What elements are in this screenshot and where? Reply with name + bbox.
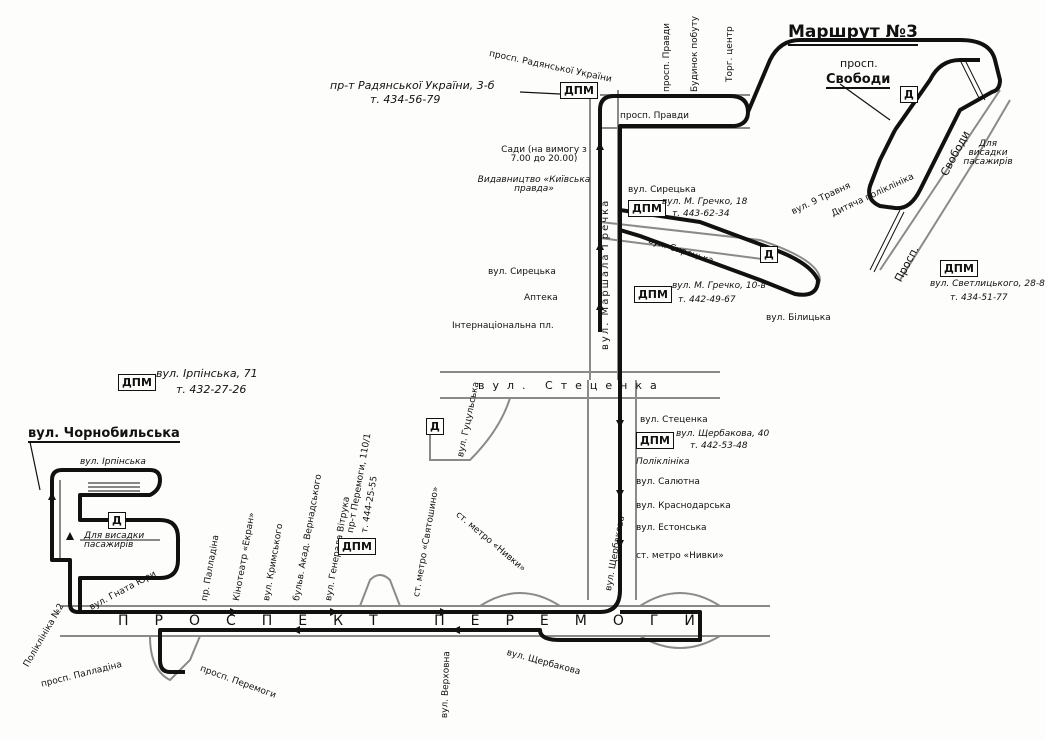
- stop-vul-krasnodarska: вул. Краснодарська: [636, 501, 731, 511]
- dpm-box: ДПМ: [940, 260, 978, 277]
- route-map: Маршрут №3 пр-т Радянської України, 3-б …: [22, 15, 1045, 719]
- callout-chornobylska: [29, 441, 41, 491]
- road-sviatoshyno-loop: [359, 574, 401, 607]
- address-radianskoi-ukrainy: пр-т Радянської України, 3-б: [330, 79, 495, 92]
- route-arrow: [48, 492, 56, 500]
- route-3-line: [50, 38, 1002, 674]
- hatched-lanes: [88, 59, 986, 492]
- stop-marker: Д: [760, 246, 778, 263]
- route-arrow: [616, 540, 624, 548]
- route-title: Маршрут №3: [788, 22, 918, 46]
- label-torg-tsentr: Торг. центр: [725, 26, 735, 82]
- road-svobody: [879, 89, 1011, 281]
- address-hrechko-10: вул. М. Гречко, 10-в: [672, 281, 766, 291]
- road-prospekt-peremohy: [60, 605, 770, 637]
- route-arrow: [66, 532, 74, 540]
- hatch-lane: [959, 59, 986, 101]
- label-prosp-small: просп.: [840, 57, 878, 70]
- stop-vul-syretska: вул. Сирецька: [628, 185, 696, 195]
- stop-vul-estonska: вул. Естонська: [636, 523, 707, 533]
- dpm-box: ДПМ: [118, 374, 156, 391]
- route-map-drawing: [29, 38, 1011, 682]
- stop-marker: Д: [108, 512, 126, 529]
- label-irpinska-road: вул. Ірпінська: [80, 457, 146, 467]
- label-vul-bilytska: вул. Білицька: [766, 313, 831, 323]
- address-svetlytskoho: вул. Светлицького, 28-8: [930, 279, 1045, 289]
- callout-arrows: [29, 83, 891, 491]
- route-arrow: [292, 626, 300, 634]
- stop-poliklinika: Поліклініка: [636, 457, 690, 467]
- road-stetsenka: [429, 371, 720, 461]
- stop-apteka: Аптека: [524, 293, 558, 303]
- address-scherbakova: вул. Щербакова, 40: [676, 429, 770, 439]
- road-shcherbakova: [587, 380, 637, 600]
- stop-metro-nyvky: ст. метро «Нивки»: [636, 551, 724, 561]
- dpm-box: ДПМ: [636, 432, 674, 449]
- stop-vul-syretska-2: вул. Сирецька: [488, 267, 556, 277]
- label-chornobylska: вул. Чорнобильська: [28, 426, 180, 443]
- dpm-box: ДПМ: [628, 200, 666, 217]
- phone-scherbakova: т. 442-53-48: [690, 441, 748, 451]
- dpm-box: ДПМ: [560, 82, 598, 99]
- route-arrow: [616, 420, 624, 428]
- label-prosp-pravdy-top: просп. Правди: [662, 22, 672, 92]
- phone-svetlytskoho: т. 434-51-77: [950, 293, 1008, 303]
- stop-internatsionalna: Інтернаціональна пл.: [452, 321, 554, 331]
- direction-arrows: [48, 142, 624, 634]
- phone-irpinska: т. 432-27-26: [176, 383, 247, 396]
- route-arrow: [330, 608, 338, 616]
- phone-hrechko-10: т. 442-49-67: [678, 295, 736, 305]
- route-arrow: [596, 302, 604, 310]
- road-palladina-loop: [149, 635, 201, 682]
- route-arrow: [596, 142, 604, 150]
- stop-vydavnytstvo: Видавництво «Київська правда»: [477, 175, 591, 194]
- hatch-lane: [869, 209, 905, 273]
- label-stetsenka-road: вул. Стеценка: [478, 379, 665, 392]
- route-arrow: [616, 490, 624, 498]
- route-arrow: [230, 608, 238, 616]
- stop-marker: Д: [900, 86, 918, 103]
- label-marshala-hrechka: вул. Маршала Гречка: [600, 198, 611, 350]
- callout-radianskoi: [519, 91, 561, 95]
- address-irpinska: вул. Ірпінська, 71: [156, 367, 258, 380]
- route-arrow: [452, 626, 460, 634]
- route-arrow: [596, 242, 604, 250]
- phone-radianskoi-ukrainy: т. 434-56-79: [370, 93, 441, 106]
- hatch-lane: [88, 482, 140, 492]
- label-dlia-vysadky: Для висадки пасажирів: [963, 139, 1013, 167]
- stop-vul-stetsenka: вул. Стеценка: [640, 415, 708, 425]
- label-prospekt-peremohy: ПРОСПЕКТ ПЕРЕМОГИ: [118, 613, 721, 629]
- label-prosp-pravdy: просп. Правди: [620, 111, 690, 121]
- callout-svobody: [839, 83, 891, 121]
- phone-hrechko-18: т. 443-62-34: [672, 209, 730, 219]
- dpm-box: ДПМ: [338, 538, 376, 555]
- dpm-box: ДПМ: [634, 286, 672, 303]
- label-budynok-pobutu: Будинок побуту: [690, 15, 700, 92]
- stop-sady: Сади (на вимогу з 7.00 до 20.00): [501, 145, 587, 164]
- stop-marker: Д: [426, 418, 444, 435]
- label-dlia-vysadky-left: Для висадки пасажирів: [84, 531, 145, 550]
- route-arrow: [440, 608, 448, 616]
- address-hrechko-18: вул. М. Гречко, 18: [662, 197, 748, 207]
- stop-vul-saliutna: вул. Салютна: [636, 477, 700, 487]
- label-svobody-box: Свободи: [826, 72, 891, 89]
